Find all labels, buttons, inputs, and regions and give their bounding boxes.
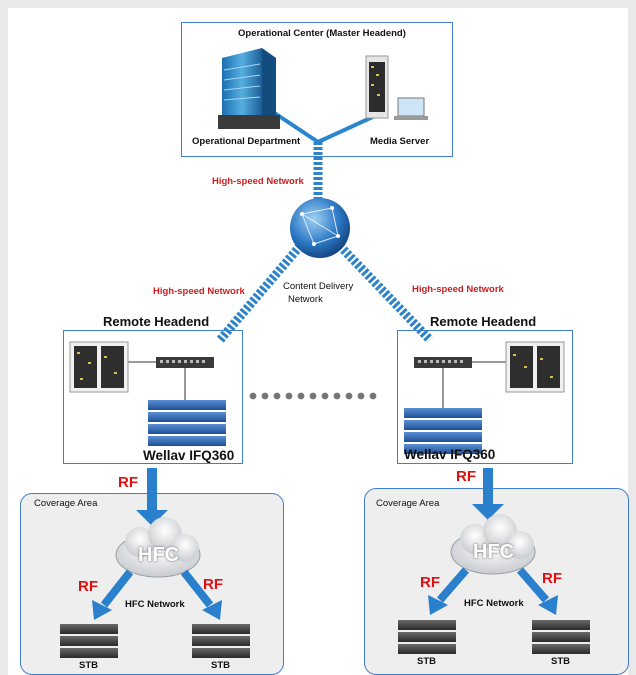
rf-label-right-in: RF <box>456 468 476 485</box>
rf-label-left-2: RF <box>203 576 223 593</box>
operational-department-icon <box>218 48 280 129</box>
rf-label-left-in: RF <box>118 474 138 491</box>
stb-left-2-label: STB <box>211 660 230 671</box>
coverage-area-right-title: Coverage Area <box>376 498 440 509</box>
rf-label-right-1: RF <box>420 574 440 591</box>
stb-left-1-icon <box>60 624 118 658</box>
remote-headend-left-title: Remote Headend <box>103 314 210 329</box>
left-server-rack-icon <box>69 341 129 393</box>
media-server-label: Media Server <box>370 136 430 147</box>
stb-right-1-label: STB <box>417 656 436 667</box>
stb-left-1-label: STB <box>79 660 98 671</box>
media-server-icon <box>365 55 428 120</box>
cdn-label-line1: Content Delivery <box>283 281 354 292</box>
high-speed-network-label-top: High-speed Network <box>212 176 304 187</box>
high-speed-network-label-left: High-speed Network <box>153 286 245 297</box>
ellipsis-dots <box>249 392 377 400</box>
stb-right-2-icon <box>532 620 590 654</box>
ifq360-left-label: Wellav IFQ360 <box>143 448 235 463</box>
right-switch-icon <box>414 357 472 368</box>
high-speed-network-label-right: High-speed Network <box>412 284 504 295</box>
stb-right-2-label: STB <box>551 656 570 667</box>
rf-label-right-2: RF <box>542 570 562 587</box>
hfc-right-label: HFC <box>473 541 515 563</box>
right-server-rack-icon <box>505 341 565 393</box>
right-equipment-links <box>442 361 506 408</box>
rf-label-left-1: RF <box>78 578 98 595</box>
remote-headend-right-title: Remote Headend <box>430 314 537 329</box>
cdn-label-line2: Network <box>288 294 323 305</box>
left-equipment-links <box>128 361 186 400</box>
rf-stb-arrows <box>100 567 550 608</box>
coverage-area-left-title: Coverage Area <box>34 498 98 509</box>
rf-stb-arrowheads <box>92 595 558 620</box>
right-ifq360-device-icon <box>404 408 482 454</box>
hfc-network-right-label: HFC Network <box>464 598 524 609</box>
cdn-globe-icon <box>290 198 350 258</box>
ifq360-right-label: Wellav IFQ360 <box>404 447 496 462</box>
stb-right-1-icon <box>398 620 456 654</box>
left-switch-icon <box>156 357 214 368</box>
hfc-left-label: HFC <box>138 544 180 566</box>
trunk-links <box>216 142 434 344</box>
operational-department-label: Operational Department <box>192 136 301 147</box>
hfc-cloud-left-icon <box>115 517 201 578</box>
hfc-network-left-label: HFC Network <box>125 599 185 610</box>
stb-left-2-icon <box>192 624 250 658</box>
left-ifq360-device-icon <box>148 400 226 446</box>
rf-down-arrows <box>136 468 504 526</box>
hfc-cloud-right-icon <box>450 514 536 575</box>
master-headend-title: Operational Center (Master Headend) <box>238 28 406 39</box>
